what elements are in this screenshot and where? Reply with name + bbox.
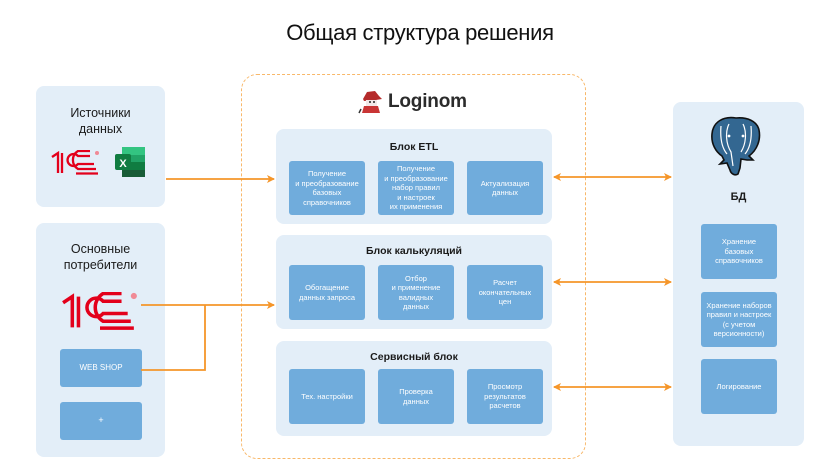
calculations-tile: Обогащение данных запроса [289,265,365,320]
1c-logo-icon [62,292,137,330]
db-panel: БД Хранение базовых справочников Хранени… [673,102,804,446]
etl-tile: Актуализация данных [467,161,543,215]
1c-logo-icon [51,150,99,175]
svg-text:X: X [119,158,127,170]
db-title: БД [730,191,747,203]
loginom-container [241,74,586,459]
service-tile: Просмотр результатов расчетов [467,369,543,424]
calculations-tile: Расчет окончательных цен [467,265,543,320]
loginom-logo-text: Loginom [388,91,467,112]
calculations-block-title: Блок калькуляций [365,245,462,257]
service-tile: Проверка данных [378,369,454,424]
calculations-tile: Отбор и применение валидных данных [378,265,454,320]
calculations-block: Блок калькуляций Обогащение данных запро… [276,235,552,329]
page-title: Общая структура решения [286,20,554,45]
etl-block-title: Блок ETL [389,141,439,153]
sources-panel: Источники данных X [36,86,165,207]
db-tile: Хранение базовых справочников [701,224,777,279]
web-shop-tile: WEB SHOP [60,349,142,387]
service-tile: Тех. настройки [289,369,365,424]
loginom-logo: Loginom [358,89,467,115]
sources-title: Источники данных [70,106,131,136]
db-tile: Логирование [701,359,777,414]
excel-icon: X [115,147,145,177]
service-block-title: Сервисный блок [370,351,458,363]
add-consumer-tile[interactable]: + [60,402,142,440]
etl-block: Блок ETL Получение и преобразование базо… [276,129,552,224]
db-tile: Хранение наборов правил и настроек (с уч… [701,292,777,347]
sherlock-mascot-icon [358,91,382,114]
etl-tile: Получение и преобразование базовых справ… [289,161,365,215]
consumers-title: Основные потребители [63,242,138,272]
etl-tile: Получение и преобразование набор правил … [378,161,454,215]
consumers-panel: Основные потребители WEB SHOP + [36,223,165,457]
postgresql-elephant-icon [711,116,761,176]
service-block: Сервисный блок Тех. настройки Проверка д… [276,341,552,436]
